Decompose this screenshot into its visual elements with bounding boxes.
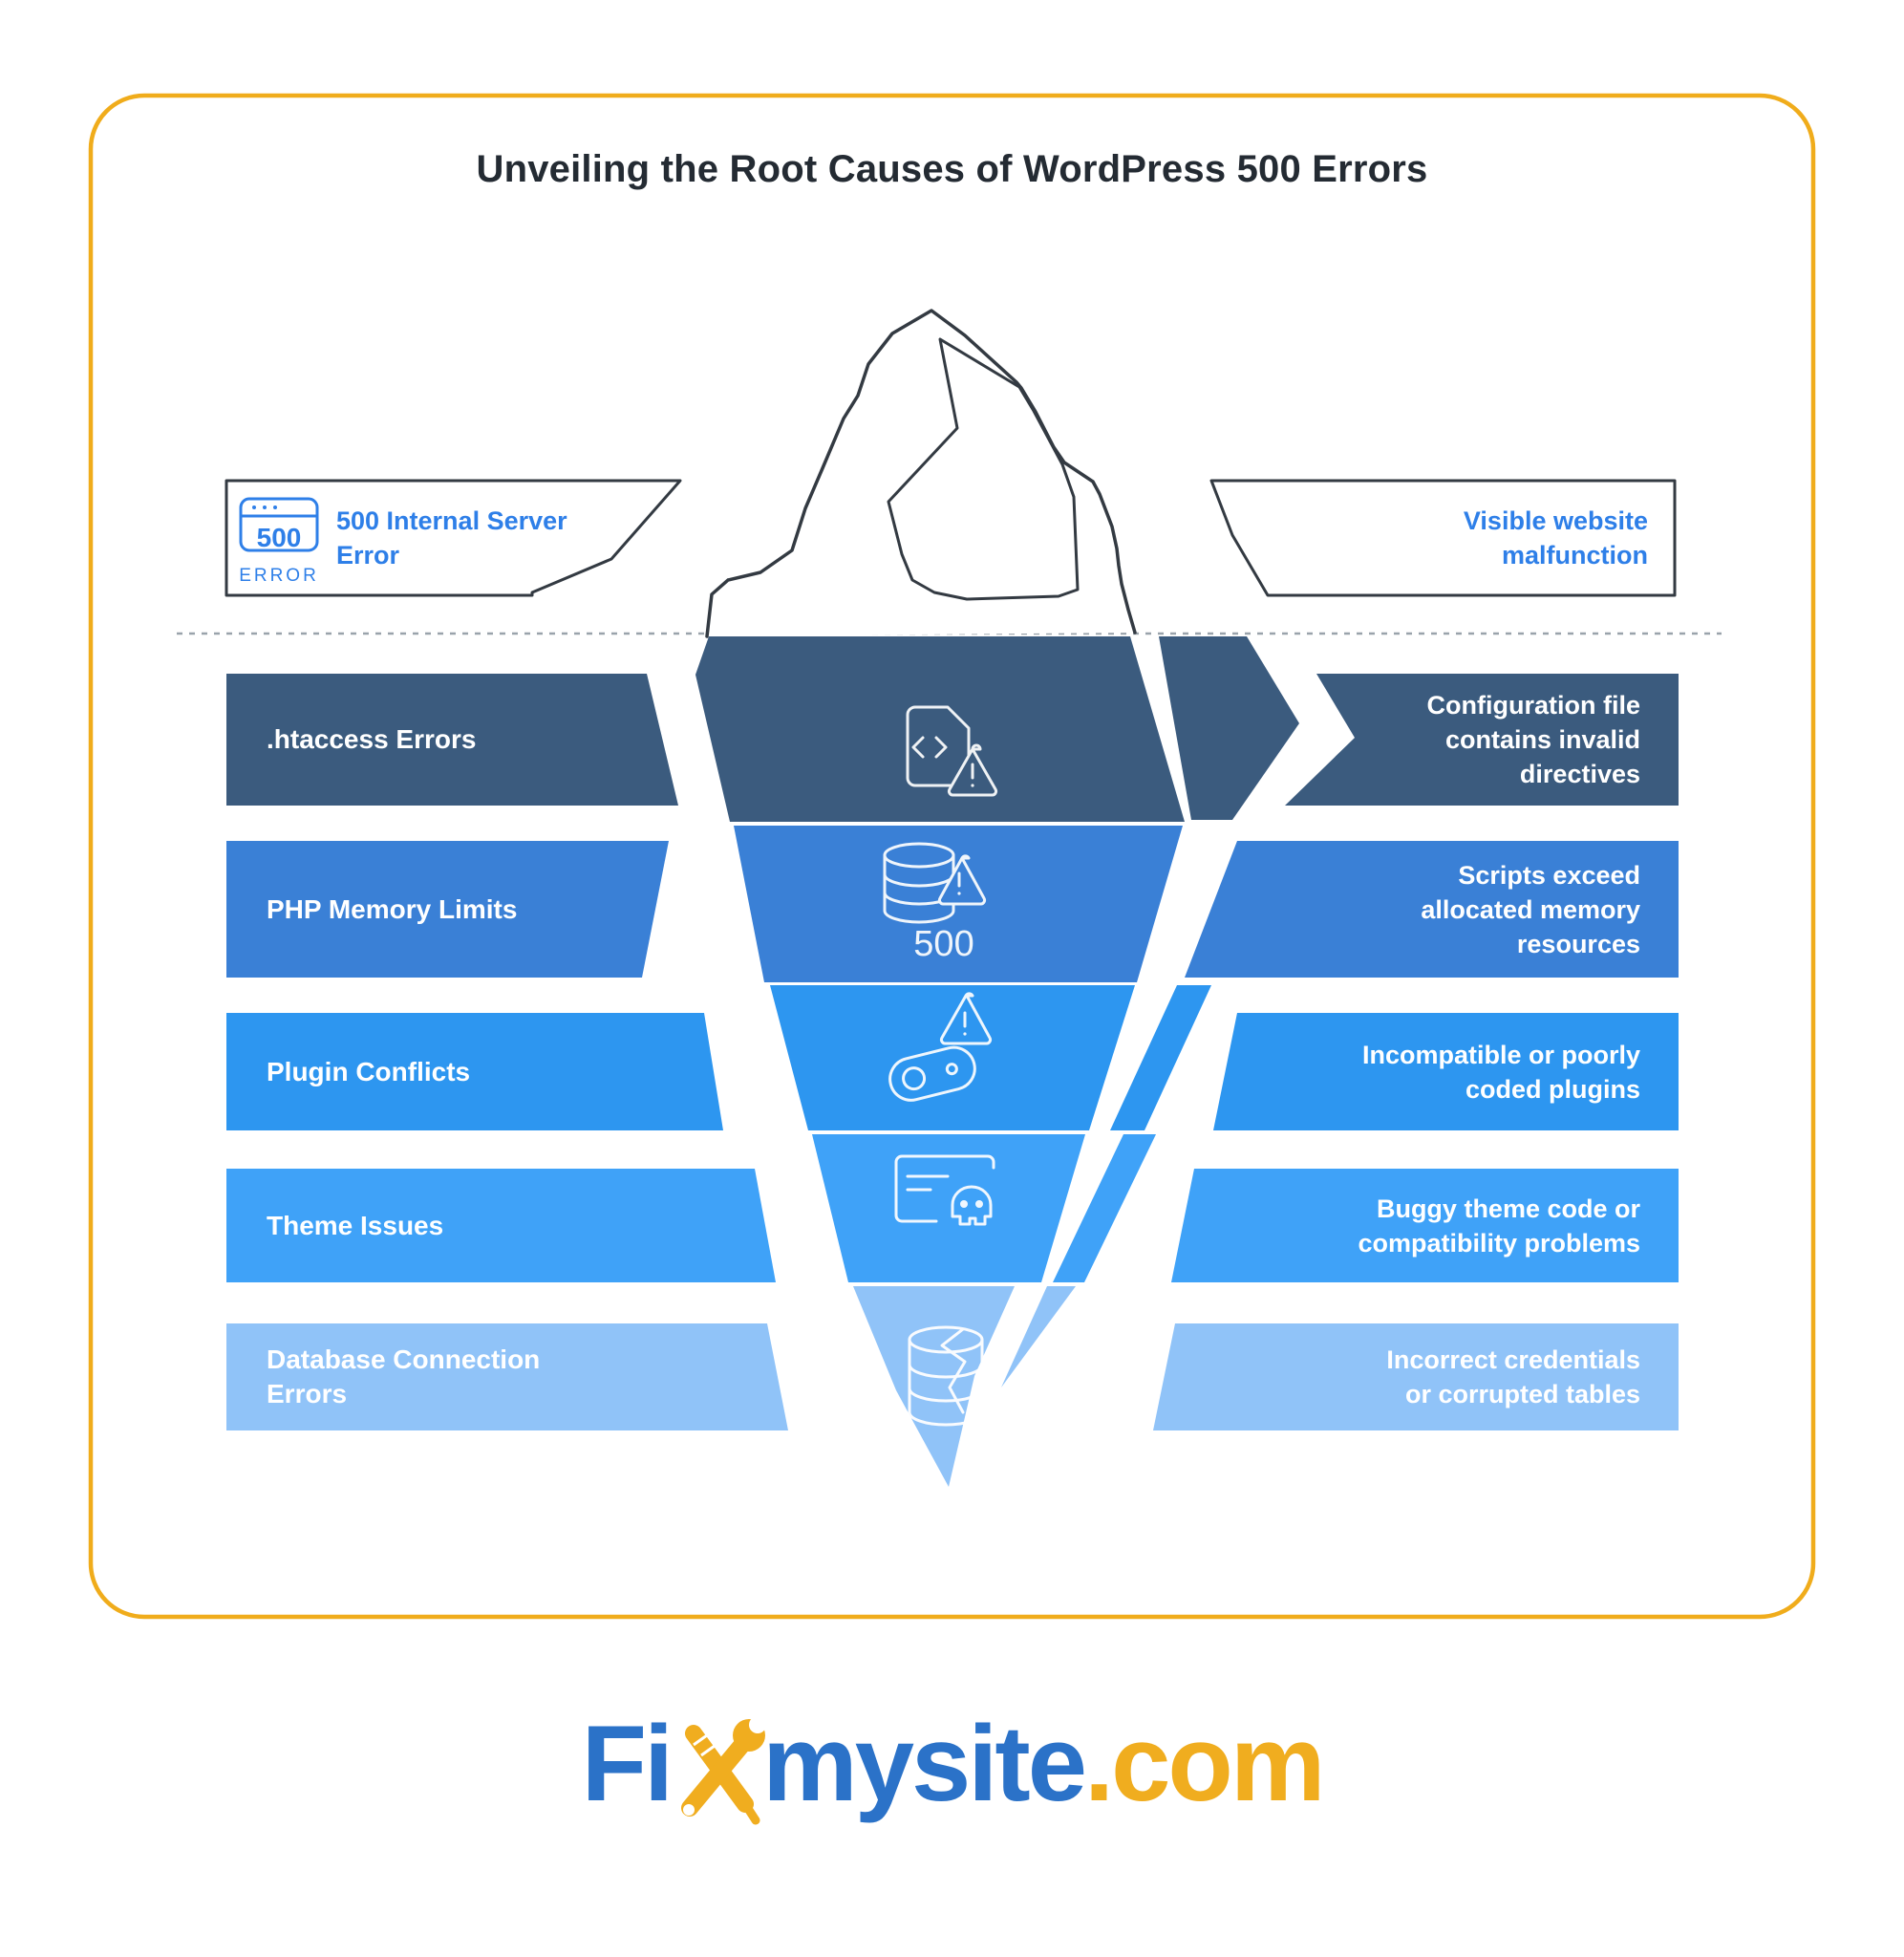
server-error-500-icon: 500 ERROR (239, 497, 319, 586)
icon-500-number: 500 (257, 523, 302, 552)
funnel-row-htaccess (695, 636, 1185, 822)
right-bar-plugin (1213, 1013, 1679, 1130)
right-bar-htaccess (1285, 674, 1679, 806)
crack-sliver-row-3 (1110, 985, 1211, 1130)
crack-sliver-row-5 (1001, 1286, 1076, 1387)
plugin-warning-icon (888, 992, 993, 1102)
theme-skull-icon (894, 1154, 995, 1226)
database-cracked-icon (908, 1325, 984, 1427)
crack-sliver-row-1 (1159, 636, 1299, 820)
left-label-php-memory: PHP Memory Limits (267, 893, 518, 924)
icon-error-caption: ERROR (239, 566, 319, 586)
left-label-theme: Theme Issues (267, 1210, 444, 1240)
right-label-plugin: Incompatible or poorly coded plugins (1361, 1040, 1640, 1104)
left-label-database: Database Connection Errors (267, 1344, 541, 1409)
iceberg-above-water (705, 309, 1137, 638)
funnel-row-database-tip (853, 1286, 1015, 1487)
left-label-htaccess: .htaccess Errors (267, 724, 477, 754)
left-bar-php-memory (226, 841, 669, 978)
database-warning-icon: 500 (883, 842, 987, 964)
funnel-row-plugin (770, 985, 1135, 1130)
funnel-row-theme (812, 1134, 1085, 1282)
iceberg-outline (705, 309, 1137, 638)
left-bar-plugin (226, 1013, 723, 1130)
surface-right-label: Visible website malfunction (1463, 506, 1648, 570)
icon-500-label: 500 (913, 924, 973, 964)
crossed-tools-x-icon (681, 1716, 767, 1825)
right-label-htaccess: Configuration file contains invalid dire… (1426, 691, 1640, 788)
logo-suffix: .com (1084, 1704, 1325, 1823)
right-bar-database (1153, 1323, 1679, 1430)
gold-border-frame (88, 93, 1816, 1620)
right-label-php-memory: Scripts exceed allocated memory resource… (1421, 860, 1640, 958)
right-bar-theme (1171, 1169, 1679, 1282)
left-label-plugin: Plugin Conflicts (267, 1056, 471, 1086)
surface-left-box (225, 479, 682, 597)
iceberg-inner-facet-line (887, 337, 1080, 601)
fixmysite-logo: Fi mysite.com (0, 1710, 1904, 1833)
page-title: Unveiling the Root Causes of WordPress 5… (476, 148, 1428, 190)
logo-prefix: Fi (581, 1704, 674, 1823)
left-bar-database (226, 1323, 788, 1430)
left-bar-htaccess (226, 674, 678, 806)
right-label-database: Incorrect credentials or corrupted table… (1386, 1345, 1640, 1409)
crack-sliver-row-4 (1053, 1134, 1156, 1282)
surface-left-label: 500 Internal Server Error (336, 506, 567, 570)
left-bar-theme (226, 1169, 776, 1282)
logo-middle: mysite (762, 1704, 1087, 1823)
right-label-theme: Buggy theme code or compatibility proble… (1358, 1194, 1640, 1258)
code-file-warning-icon (906, 705, 998, 797)
surface-right-box (1209, 479, 1677, 597)
right-bar-php-memory (1185, 841, 1679, 978)
